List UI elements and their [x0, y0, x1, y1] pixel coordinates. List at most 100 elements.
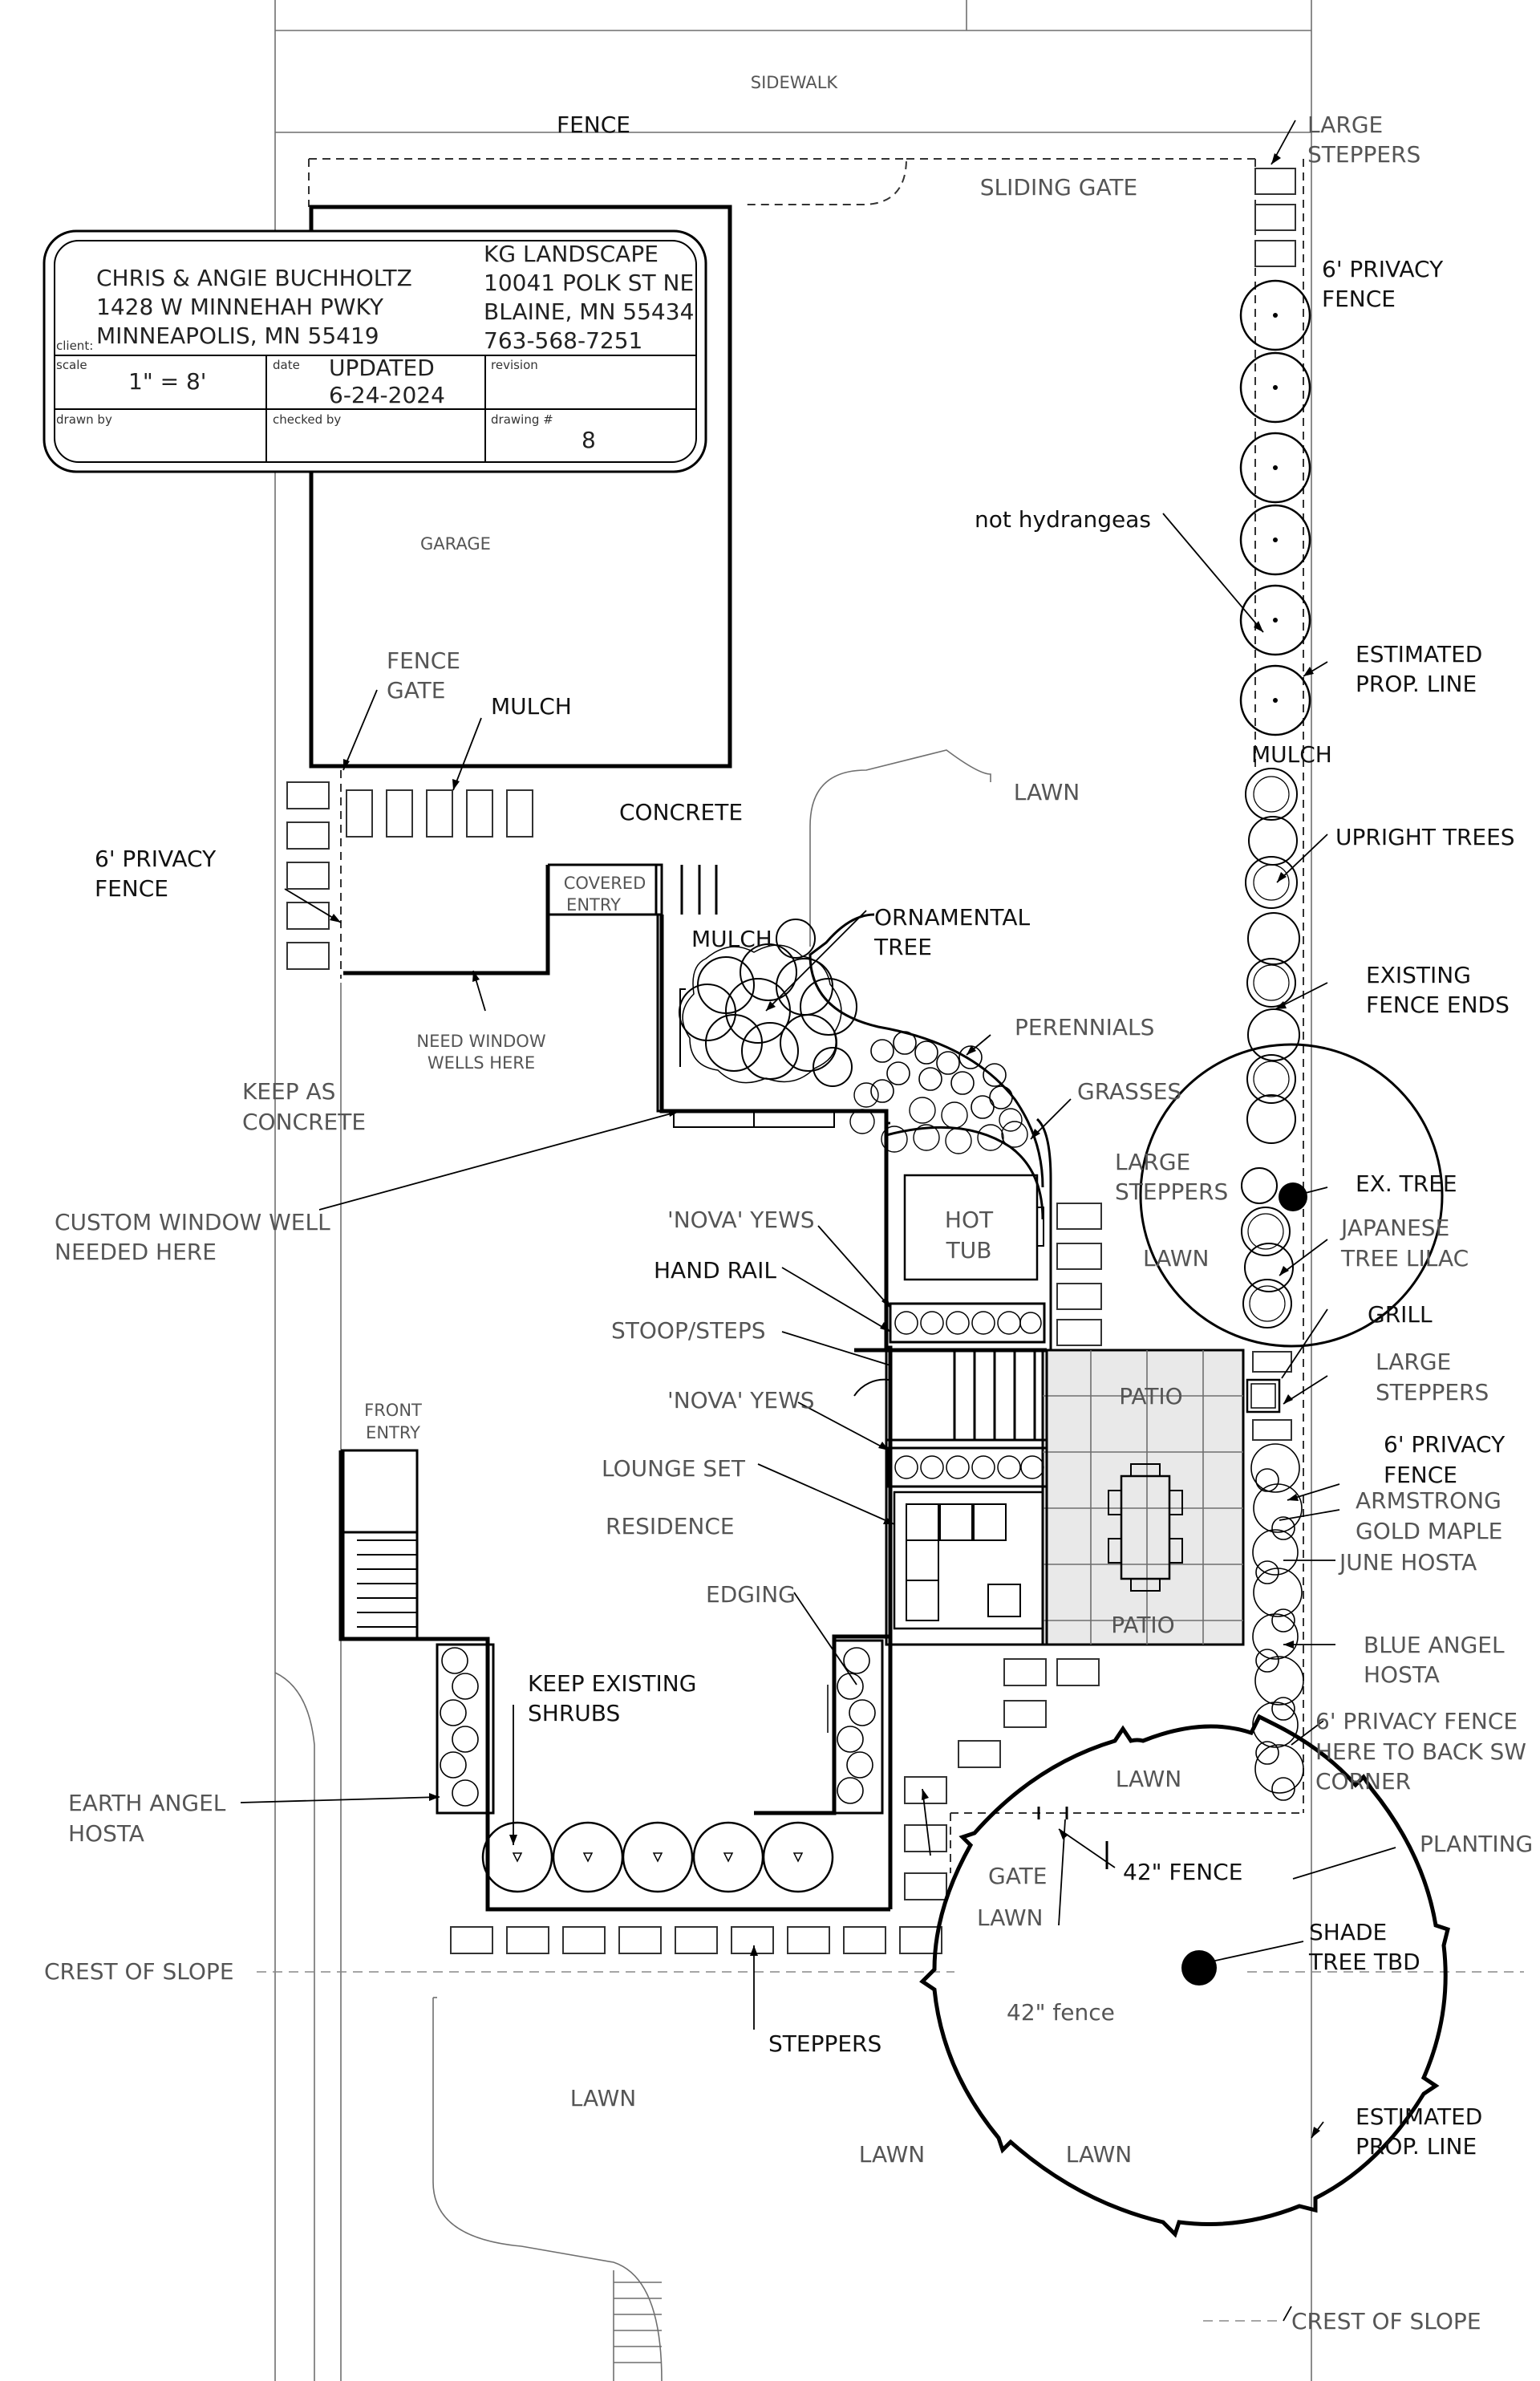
label-lawn-2: LAWN	[1143, 1245, 1210, 1272]
label-perennials: PERENNIALS	[1015, 1014, 1154, 1040]
date-value: 6-24-2024	[329, 382, 445, 408]
garage-side-steppers	[286, 781, 533, 970]
front-steppers-row	[450, 1926, 942, 1954]
label-lawn-1: LAWN	[1014, 779, 1080, 805]
label-large-steppers-3a: LARGE	[1376, 1349, 1451, 1375]
fence-lines	[257, 158, 1524, 2322]
existing-tree-canopy	[1139, 1043, 1444, 1348]
checked-by-field-label: checked by	[273, 412, 341, 427]
drawing-number: 8	[582, 427, 596, 453]
label-sliding-gate: SLIDING GATE	[980, 174, 1137, 201]
front-entry-steps	[342, 1449, 419, 1641]
hot-tub	[885, 1117, 1052, 1350]
label-estimated-prop-line-2a: ESTIMATED	[1356, 2103, 1482, 2130]
label-hand-rail: HAND RAIL	[654, 1257, 776, 1284]
label-privacy-fence-2a: 6' PRIVACY	[95, 846, 217, 872]
patio-pavers	[1043, 1350, 1243, 1645]
label-keep-existing-shrubs-a: KEEP EXISTING	[528, 1670, 696, 1697]
label-steppers: STEPPERS	[768, 2030, 881, 2057]
label-patio-1: PATIO	[1119, 1383, 1182, 1410]
client-address-city: MINNEAPOLIS, MN 55419	[96, 322, 379, 349]
label-large-steppers-1b: STEPPERS	[1307, 141, 1420, 168]
label-fence-gate-b: GATE	[387, 677, 445, 704]
label-japanese-tree-lilac-a: JAPANESE	[1339, 1215, 1449, 1241]
patio-surface	[1041, 1349, 1245, 1646]
armstrong-maple-hostas	[1250, 1443, 1304, 1801]
label-keep-existing-shrubs-b: SHRUBS	[528, 1700, 620, 1726]
privacy-trees-dots	[1273, 313, 1278, 703]
label-need-window-wells-b: WELLS HERE	[428, 1053, 535, 1073]
label-keep-as-concrete-b: CONCRETE	[242, 1109, 366, 1135]
label-mulch-2: MULCH	[1251, 741, 1332, 768]
label-front-entry-a: FRONT	[364, 1401, 422, 1420]
grill-inner	[1250, 1383, 1276, 1409]
label-large-steppers-1a: LARGE	[1307, 112, 1383, 138]
label-mulch-1: MULCH	[491, 693, 572, 720]
upright-trees-column	[1241, 768, 1300, 1328]
large-steppers-top	[1254, 168, 1296, 267]
label-estimated-prop-line-1b: PROP. LINE	[1356, 671, 1477, 697]
drawn-by-field-label: drawn by	[56, 412, 112, 427]
label-crest-of-slope-2: CREST OF SLOPE	[1291, 2308, 1481, 2334]
garage-outline	[309, 205, 732, 769]
label-fence-42: 42" FENCE	[1123, 1859, 1242, 1885]
label-keep-as-concrete-a: KEEP AS	[242, 1078, 335, 1105]
label-stoop-steps: STOOP/STEPS	[611, 1317, 766, 1344]
revision-field-label: revision	[491, 358, 538, 372]
nova-yews-row-1	[889, 1302, 1046, 1344]
label-sidewalk: SIDEWALK	[751, 73, 839, 92]
client-field-label: client:	[56, 339, 93, 353]
label-shade-tree-b: TREE TBD	[1308, 1949, 1420, 1975]
label-armstrong-gold-maple-b: GOLD MAPLE	[1356, 1518, 1502, 1544]
nova-yews-row-2	[887, 1446, 1048, 1488]
label-large-steppers-2b: STEPPERS	[1115, 1178, 1228, 1205]
label-privacy-fence-3a: 6' PRIVACY	[1384, 1431, 1506, 1458]
label-existing-fence-ends-a: EXISTING	[1366, 962, 1471, 988]
scale-field-label: scale	[56, 358, 87, 372]
label-privacy-fence-3b: FENCE	[1384, 1462, 1457, 1488]
arrowheads	[330, 153, 1320, 2138]
grill	[1246, 1378, 1281, 1414]
label-armstrong-gold-maple-a: ARMSTRONG	[1356, 1487, 1502, 1514]
stoop-steps	[853, 1348, 1048, 1442]
label-estimated-prop-line-1a: ESTIMATED	[1356, 641, 1482, 667]
label-covered-entry-a: COVERED	[564, 874, 646, 893]
label-privacy-fence-4a: 6' PRIVACY FENCE	[1315, 1708, 1518, 1734]
label-garage: GARAGE	[420, 534, 491, 554]
label-edging: EDGING	[706, 1581, 796, 1608]
label-ornamental-tree-a: ORNAMENTAL	[874, 904, 1030, 931]
label-japanese-tree-lilac-b: TREE LILAC	[1340, 1245, 1469, 1272]
label-concrete: CONCRETE	[619, 799, 743, 825]
shade-tree-trunk	[1181, 1950, 1217, 1986]
label-gate: GATE	[988, 1863, 1047, 1889]
perennial-plants	[849, 1031, 1028, 1154]
label-nova-yews-2: 'NOVA' YEWS	[667, 1387, 815, 1414]
patio-west-section	[885, 1349, 1048, 1646]
label-lounge-set: LOUNGE SET	[602, 1455, 746, 1482]
upright-tree-marks	[1247, 776, 1290, 1322]
label-large-steppers-3b: STEPPERS	[1376, 1379, 1489, 1405]
edging-bed-right	[827, 1639, 884, 1815]
company-street: 10041 POLK ST NE	[484, 270, 694, 296]
scale-value: 1" = 8'	[128, 368, 206, 395]
lower-lawn-steppers	[904, 1658, 1100, 1900]
date-field-label: date	[273, 358, 300, 372]
label-hot-tub-b: TUB	[946, 1237, 992, 1264]
annotation-leaders	[240, 120, 1396, 2322]
label-grasses: GRASSES	[1077, 1078, 1181, 1105]
label-ex-tree: EX. TREE	[1356, 1170, 1457, 1197]
drawing-number-field-label: drawing #	[491, 412, 553, 427]
label-lawn-3: LAWN	[1116, 1766, 1182, 1792]
label-lawn-7: LAWN	[1066, 2141, 1133, 2168]
label-need-window-wells-a: NEED WINDOW	[416, 1032, 545, 1051]
company-city: BLAINE, MN 55434	[484, 298, 694, 325]
privacy-trees-column	[1239, 279, 1311, 736]
existing-shrubs-marks	[512, 1852, 804, 1863]
label-crest-of-slope-1: CREST OF SLOPE	[44, 1958, 234, 1985]
label-fence-gate-a: FENCE	[387, 647, 460, 674]
label-privacy-fence-4c: CORNER	[1315, 1768, 1411, 1795]
label-covered-entry-b: ENTRY	[566, 895, 621, 915]
label-not-hydrangeas: not hydrangeas	[975, 506, 1151, 533]
label-fence-top: FENCE	[557, 112, 630, 138]
